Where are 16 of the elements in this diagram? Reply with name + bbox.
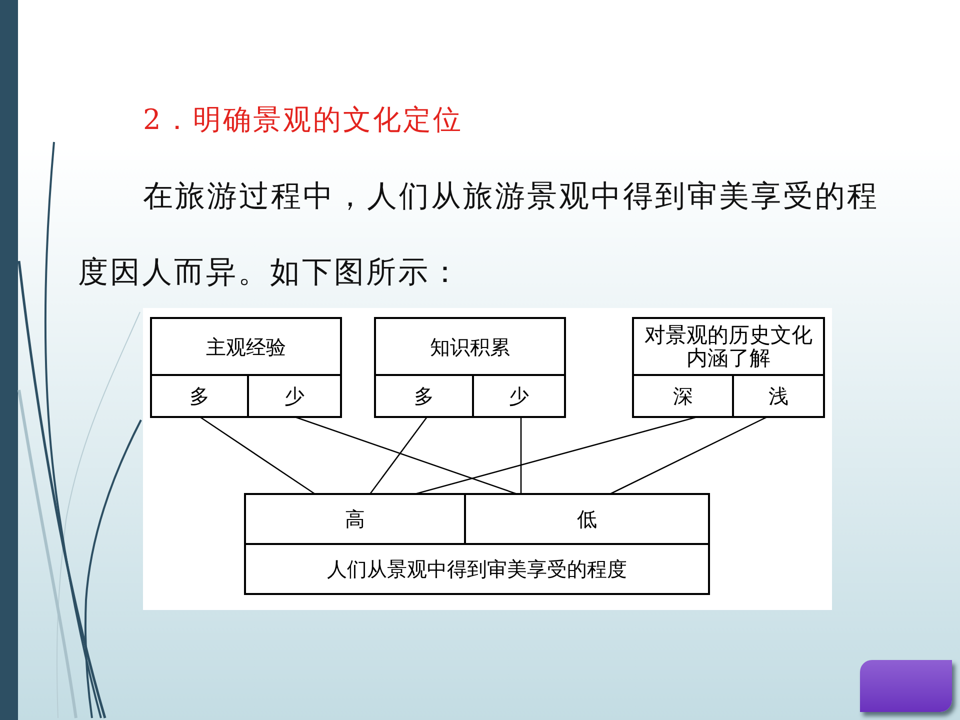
box-heading: 知识积累 [430, 334, 510, 360]
slide-title: 2．明确景观的文化定位 [143, 102, 463, 138]
connector-line [414, 416, 698, 495]
connector-line [369, 416, 428, 494]
box-heading: 对景观的历史文化内涵了解 [644, 324, 814, 370]
category-box [374, 317, 566, 418]
box-heading: 人们从景观中得到审美享受的程度 [327, 556, 627, 582]
category-box [632, 317, 825, 418]
connector-line [200, 416, 316, 495]
connector-line [610, 416, 768, 495]
category-box [150, 317, 342, 418]
connector-line [294, 416, 518, 495]
box-heading: 主观经验 [206, 334, 286, 360]
result-box [244, 493, 710, 595]
body-paragraph: 在旅游过程中，人们从旅游景观中得到审美享受的程度因人而异。如下图所示： [78, 178, 880, 292]
connector-line [520, 417, 522, 494]
